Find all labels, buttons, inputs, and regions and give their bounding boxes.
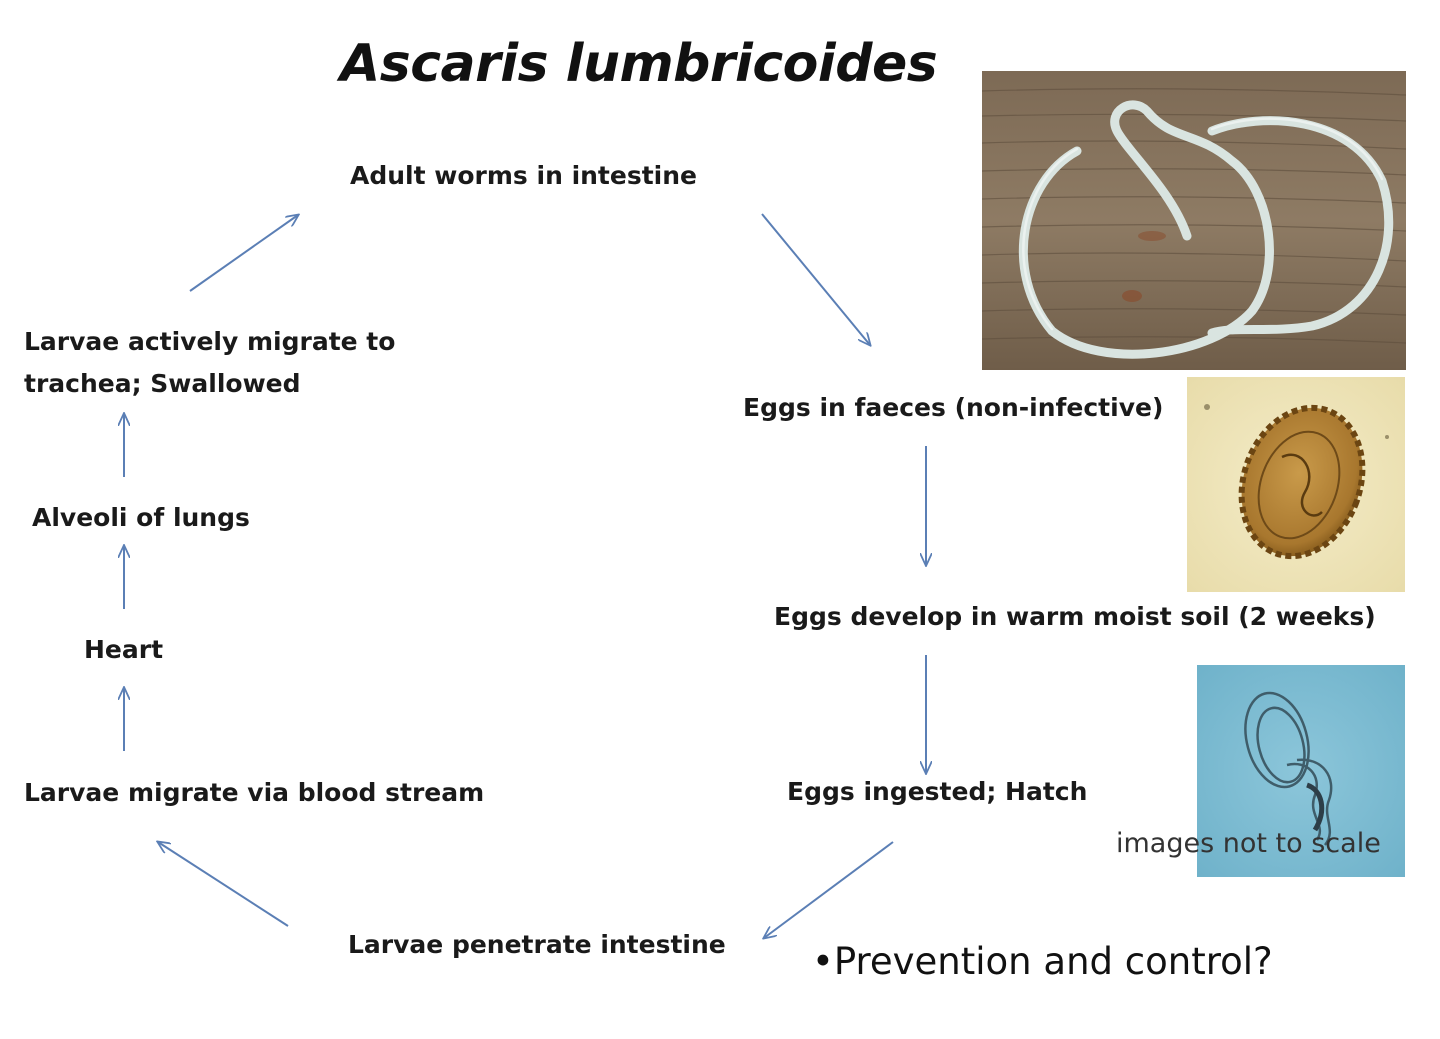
arrow-adult-to-eggs xyxy=(761,213,870,345)
arrow-ingested-to-penetrate xyxy=(764,841,894,938)
images-scale-caption: images not to scale xyxy=(1116,828,1381,859)
diagram-title: Ascaris lumbricoides xyxy=(340,34,938,94)
adult-worm-photo xyxy=(982,71,1406,370)
step-eggs-ingested: Eggs ingested; Hatch xyxy=(787,777,1088,806)
step-larvae-penetrate: Larvae penetrate intestine xyxy=(348,930,726,959)
prevention-bullet: •Prevention and control? xyxy=(812,940,1273,983)
step-alveoli: Alveoli of lungs xyxy=(32,503,250,532)
step-eggs-develop: Eggs develop in warm moist soil (2 weeks… xyxy=(774,602,1376,631)
step-trachea-line1: Larvae actively migrate to xyxy=(24,327,396,356)
step-larvae-blood: Larvae migrate via blood stream xyxy=(24,778,485,807)
arrow-trachea-to-adult xyxy=(189,215,298,292)
larva-micrograph xyxy=(1197,665,1405,877)
egg-micrograph xyxy=(1187,377,1405,592)
step-trachea: Larvae actively migrate to trachea; Swal… xyxy=(24,321,395,405)
step-heart: Heart xyxy=(84,635,164,664)
arrow-penetrate-to-blood xyxy=(158,842,289,927)
step-adult-worms: Adult worms in intestine xyxy=(350,161,697,190)
step-eggs-faeces: Eggs in faeces (non-infective) xyxy=(743,393,1164,422)
step-trachea-line2: trachea; Swallowed xyxy=(24,369,301,398)
